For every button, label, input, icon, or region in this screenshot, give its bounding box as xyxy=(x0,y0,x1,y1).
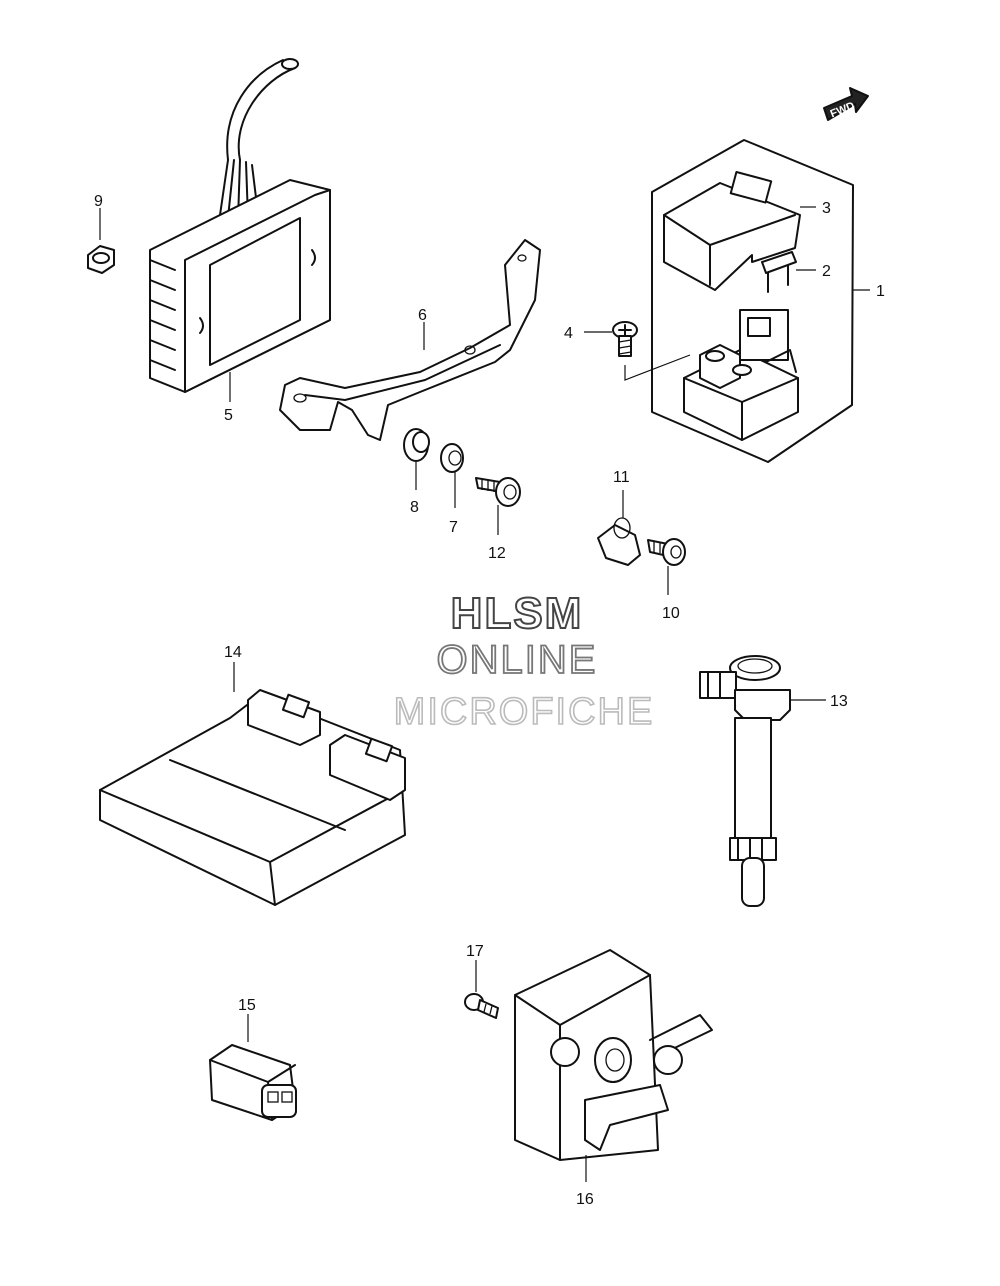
callout-4: 4 xyxy=(564,325,573,342)
bolt-icon xyxy=(475,477,521,535)
bolt-icon xyxy=(647,538,686,595)
callout-13: 13 xyxy=(830,693,848,710)
callout-16: 16 xyxy=(576,1191,594,1208)
regulator-rectifier-icon xyxy=(149,58,331,402)
callout-9: 9 xyxy=(94,193,103,210)
watermark-line-3: MICROFICHE xyxy=(394,691,655,733)
callout-17: 17 xyxy=(466,943,484,960)
callout-11: 11 xyxy=(613,469,630,486)
callout-7: 7 xyxy=(449,519,458,536)
callout-15: 15 xyxy=(238,997,256,1014)
callout-8: 8 xyxy=(410,499,419,516)
bracket-icon xyxy=(279,239,541,441)
watermark-line-2: ONLINE xyxy=(437,638,598,682)
throttle-sensor-icon xyxy=(514,949,713,1182)
cushion-icon xyxy=(403,428,430,490)
fwd-label: FWD xyxy=(829,100,857,121)
screw-icon xyxy=(612,321,691,381)
callout-1: 1 xyxy=(876,283,885,300)
nut-icon xyxy=(87,208,115,274)
connector-module-icon xyxy=(209,1014,297,1121)
ignition-coil-icon xyxy=(699,655,826,907)
callout-10: 10 xyxy=(662,605,680,622)
callout-14: 14 xyxy=(224,644,242,661)
callout-5: 5 xyxy=(224,407,233,424)
callout-3: 3 xyxy=(822,200,831,217)
ecm-icon xyxy=(99,662,406,906)
watermark-line-1: HLSM xyxy=(451,589,584,638)
starter-relay-assembly-icon xyxy=(651,139,854,463)
washer-icon xyxy=(440,443,464,508)
fwd-arrow-icon: FWD xyxy=(823,87,869,121)
callout-6: 6 xyxy=(418,307,427,324)
clamp-icon xyxy=(597,490,641,566)
bolt-icon xyxy=(464,960,499,1019)
callout-2: 2 xyxy=(822,263,831,280)
callout-12: 12 xyxy=(488,545,506,562)
